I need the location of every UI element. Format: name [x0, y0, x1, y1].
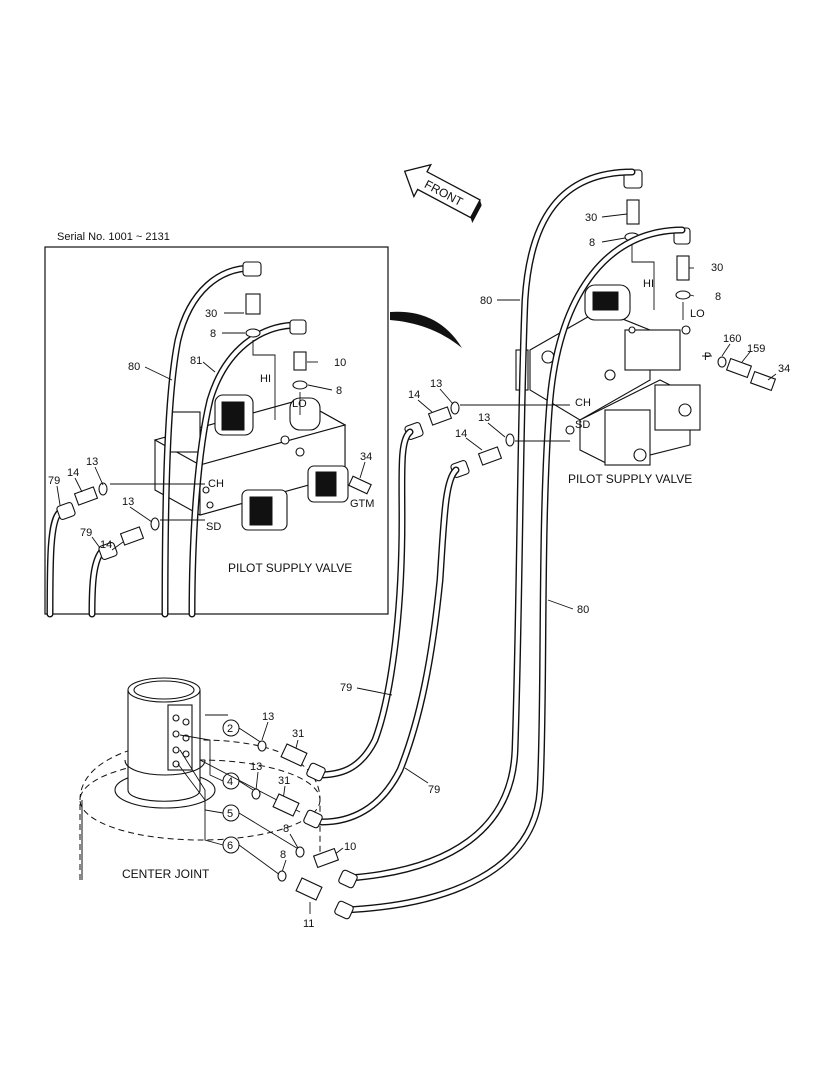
inset-label-hi: HI	[260, 373, 271, 385]
main-label-80b: 80	[577, 604, 589, 616]
cj-label-11: 11	[303, 918, 314, 930]
inset-label-gtm: GTM	[350, 498, 374, 510]
inset-label-14b: 14	[100, 539, 112, 551]
port-6-label: 6	[227, 840, 233, 852]
cj-label-10: 10	[344, 841, 356, 853]
center-joint-fittings	[251, 740, 358, 920]
main-label-30b: 30	[711, 262, 723, 274]
main-label-8a: 8	[589, 237, 595, 249]
main-valve-body	[515, 284, 701, 466]
inset-label-lo: LO	[292, 398, 307, 410]
center-joint-port-bubbles: 2 4 5 6	[222, 719, 240, 854]
serial-number-label: Serial No. 1001 ~ 2131	[57, 231, 170, 243]
inset-label-ch: CH	[208, 478, 224, 490]
cj-label-8a: 8	[283, 823, 289, 835]
main-label-14a: 14	[408, 389, 420, 401]
main-label-lo: LO	[690, 308, 705, 320]
inset-label-14a: 14	[67, 467, 79, 479]
inset-label-80: 80	[128, 361, 140, 373]
center-joint-leaders	[177, 714, 344, 914]
inset-label-34: 34	[360, 451, 372, 463]
inset-leaders	[56, 312, 366, 551]
main-leaders	[356, 213, 777, 784]
inset-label-sd: SD	[206, 521, 221, 533]
port-2-label: 2	[227, 723, 233, 735]
main-label-30a: 30	[585, 212, 597, 224]
cj-label-8b: 8	[280, 849, 286, 861]
main-label-13b: 13	[478, 412, 490, 424]
cj-label-31b: 31	[278, 775, 290, 787]
inset-label-30: 30	[205, 308, 217, 320]
inset-label-10: 10	[334, 357, 346, 369]
main-label-hi: HI	[643, 278, 654, 290]
main-label-13a: 13	[430, 378, 442, 390]
main-label-ch: CH	[575, 397, 591, 409]
main-label-80a: 80	[480, 295, 492, 307]
main-label-34: 34	[778, 363, 790, 375]
main-label-160: 160	[723, 333, 741, 345]
inset-label-8a: 8	[210, 328, 216, 340]
cj-label-31a: 31	[292, 728, 304, 740]
cj-label-13b: 13	[250, 761, 262, 773]
inset-label-13a: 13	[86, 456, 98, 468]
main-label-79a: 79	[340, 682, 352, 694]
main-label-p: P	[704, 351, 711, 363]
main-label-8b: 8	[715, 291, 721, 303]
cj-label-13a: 13	[262, 711, 274, 723]
main-label-14b: 14	[455, 428, 467, 440]
main-label-79b: 79	[428, 784, 440, 796]
inset-label-8b: 8	[336, 385, 342, 397]
inset-valve-body	[153, 394, 349, 531]
front-direction-arrow: FRONT	[403, 163, 482, 224]
main-label-sd: SD	[575, 419, 590, 431]
inset-label-13b: 13	[122, 496, 134, 508]
inset-label-81: 81	[190, 355, 202, 367]
inset-panel: Serial No. 1001 ~ 2131	[44, 231, 389, 618]
inset-label-79b: 79	[80, 527, 92, 539]
port-5-label: 5	[227, 808, 233, 820]
main-hoses	[314, 168, 686, 914]
inset-label-79a: 79	[48, 475, 60, 487]
inset-fittings	[56, 261, 372, 561]
main-valve-title: PILOT SUPPLY VALVE	[568, 472, 692, 486]
center-joint-title: CENTER JOINT	[122, 867, 210, 881]
inset-pointer-wedge	[390, 311, 462, 348]
port-4-label: 4	[227, 776, 233, 788]
main-label-159: 159	[747, 343, 765, 355]
inset-valve-title: PILOT SUPPLY VALVE	[228, 561, 352, 575]
